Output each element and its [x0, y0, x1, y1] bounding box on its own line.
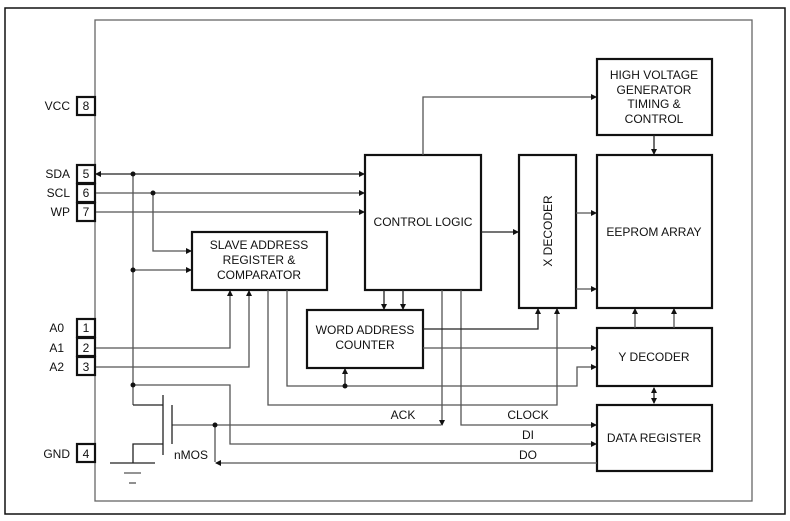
pin-number: 3 [83, 360, 90, 374]
pin-number: 8 [83, 99, 90, 113]
outer-frame [4, 7, 786, 515]
junction-dot [130, 382, 136, 388]
junction-dot [130, 267, 136, 273]
pin-label: SDA [45, 167, 70, 181]
nmos-transistor: nMOS [110, 395, 208, 484]
junction-dot [212, 422, 218, 428]
pin-number: 1 [83, 321, 90, 335]
pin-scl: SCL 6 [47, 182, 97, 204]
block-label: CONTROL LOGIC [374, 215, 473, 229]
control-logic-block: CONTROL LOGIC [363, 153, 483, 292]
word-address-counter-block: WORD ADDRESS COUNTER [305, 308, 425, 370]
junction-dot [130, 171, 136, 177]
block-label-line: GENERATOR [617, 83, 692, 97]
data-register-block: DATA REGISTER [595, 403, 714, 473]
source-lead [132, 443, 163, 463]
block-label: Y DECODER [618, 350, 689, 364]
pin-gnd: GND 4 [43, 442, 97, 464]
block-label: EEPROM ARRAY [606, 225, 701, 239]
block-label-line: CONTROL [625, 112, 684, 126]
counter-to-xdecoder [423, 308, 541, 330]
clock-line [460, 290, 597, 428]
pin-sda: SDA 5 [45, 163, 97, 185]
slave-to-xdecoder [267, 290, 560, 406]
chip-boundary [94, 19, 753, 502]
y-decoder-block: Y DECODER [595, 326, 714, 388]
high-voltage-generator-block: HIGH VOLTAGE GENERATOR TIMING & CONTROL [595, 57, 714, 137]
junction-dot [342, 383, 348, 389]
pin-box [75, 95, 97, 117]
pin-a1: A1 2 [49, 336, 97, 358]
pin-number: 5 [83, 167, 90, 181]
block-label: DATA REGISTER [607, 431, 702, 445]
block-label-line: COUNTER [335, 338, 395, 352]
pin-a2: A2 3 [49, 355, 97, 377]
block-label-line: WORD ADDRESS [316, 323, 415, 337]
block-label-line: REGISTER & [223, 253, 296, 267]
pin-vcc: VCC 8 [45, 95, 97, 117]
scl-to-slave [152, 193, 192, 254]
pin-box [75, 201, 97, 223]
nmos-label: nMOS [174, 448, 208, 462]
block-label-line: COMPARATOR [217, 268, 301, 282]
pin-label: A1 [49, 341, 64, 355]
pin-number: 7 [83, 205, 90, 219]
do-label: DO [519, 448, 537, 462]
block-label-line: TIMING & [627, 97, 680, 111]
pin-box [75, 442, 97, 464]
pin-label: A2 [49, 360, 64, 374]
eeprom-array-block: EEPROM ARRAY [595, 153, 714, 310]
a1-line [96, 290, 233, 349]
block-label: X DECODER [541, 195, 555, 267]
pin-number: 6 [83, 186, 90, 200]
pin-number: 2 [83, 341, 90, 355]
pin-box [75, 355, 97, 377]
block-label-line: HIGH VOLTAGE [610, 68, 698, 82]
pin-wp: WP 7 [51, 201, 97, 223]
pin-label: SCL [47, 186, 71, 200]
pin-a0: A0 1 [49, 317, 97, 339]
pin-label: GND [43, 447, 70, 461]
control-to-hv [422, 94, 597, 155]
slave-to-ydecoder [286, 290, 597, 387]
junction-dot [150, 190, 156, 196]
di-line [133, 384, 597, 447]
pin-label: A0 [49, 321, 64, 335]
block-label-line: SLAVE ADDRESS [210, 238, 308, 252]
x-decoder-block: X DECODER [517, 153, 578, 310]
ack-label: ACK [391, 408, 416, 422]
slave-address-register-block: SLAVE ADDRESS REGISTER & COMPARATOR [190, 230, 329, 292]
pin-label: VCC [45, 99, 71, 113]
pin-label: WP [51, 205, 70, 219]
wires [95, 94, 677, 466]
a2-line [96, 290, 252, 368]
pin-number: 4 [83, 447, 90, 461]
di-label: DI [522, 428, 534, 442]
clock-label: CLOCK [507, 408, 548, 422]
